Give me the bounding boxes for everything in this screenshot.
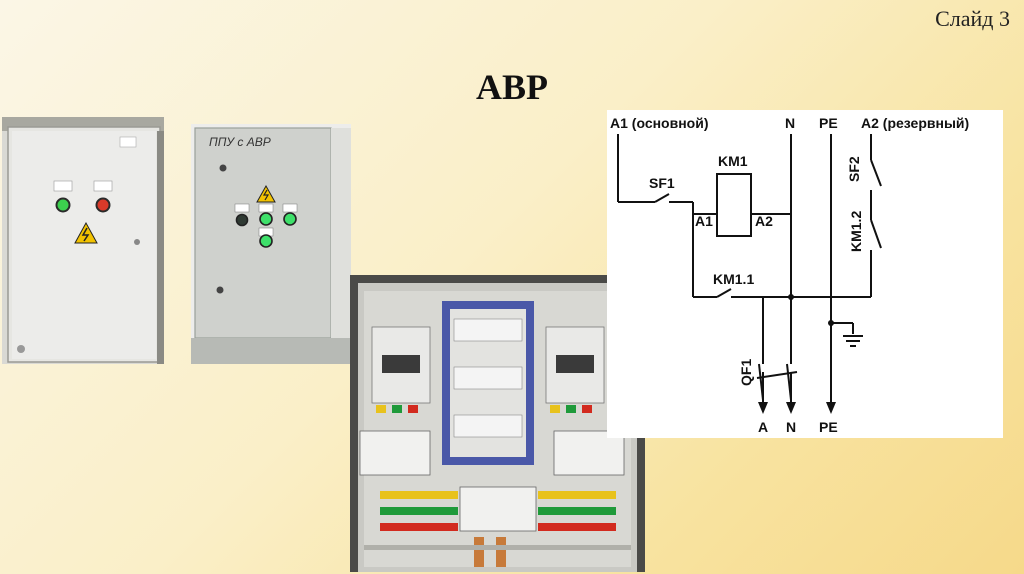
handwritten-label: ППУ с АВР <box>209 135 271 149</box>
cabinet-photo-1-drawing <box>2 117 164 364</box>
cabinet-interior-photo <box>350 275 645 572</box>
warning-sign-icon <box>74 221 98 244</box>
green-lamp-icon <box>259 212 273 226</box>
label-a-bottom: A <box>758 419 768 435</box>
cabinet-photo-1 <box>2 117 164 364</box>
red-lamp-icon <box>95 197 111 213</box>
label-km1-1: KM1.1 <box>713 271 754 287</box>
label-sf1: SF1 <box>649 175 675 191</box>
lamp-left-icon <box>235 213 249 227</box>
cabinet-photo-2: ППУ с АВР <box>191 124 351 364</box>
label-km1-a1: A1 <box>695 213 713 229</box>
cabinet-interior-drawing <box>350 275 645 572</box>
ats-wiring-diagram-drawing: A1 (основной) N PE A2 (резервный) SF1 KM… <box>610 115 969 435</box>
label-km1: KM1 <box>718 153 748 169</box>
label-pe-top: PE <box>819 115 838 131</box>
green-lamp-bottom-icon <box>259 234 273 248</box>
label-pe-bottom: PE <box>819 419 838 435</box>
green-lamp-icon <box>55 197 71 213</box>
warning-sign-icon <box>256 184 276 203</box>
ats-wiring-diagram: A1 (основной) N PE A2 (резервный) SF1 KM… <box>607 110 1003 438</box>
slide-title: АВР <box>476 67 548 107</box>
slide-number: Слайд 3 <box>935 6 1010 31</box>
label-a2-reserve: A2 (резервный) <box>861 115 969 131</box>
label-n-bottom: N <box>786 419 796 435</box>
green-lamp-right-icon <box>283 212 297 226</box>
label-qf1: QF1 <box>738 359 754 386</box>
cabinet-photo-2-drawing: ППУ с АВР <box>191 124 351 364</box>
label-a1-main: A1 (основной) <box>610 115 709 131</box>
label-sf2: SF2 <box>846 156 862 182</box>
label-n-top: N <box>785 115 795 131</box>
label-km1-a2: A2 <box>755 213 773 229</box>
label-km1-2: KM1.2 <box>848 211 864 252</box>
